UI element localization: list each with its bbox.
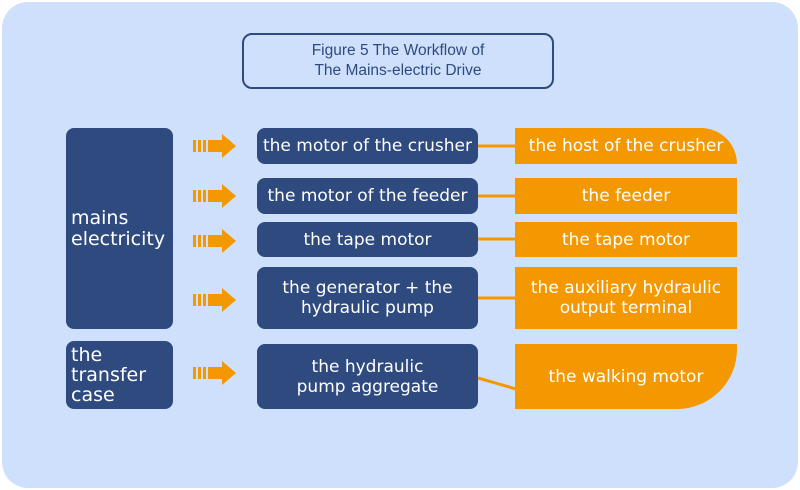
- source-transfer-case: the transfer case: [66, 341, 173, 409]
- connector-line: [477, 376, 517, 391]
- middle-box-tape-motor: the tape motor: [257, 222, 478, 257]
- middle-label: the tape motor: [303, 229, 432, 250]
- arrow-icon: [193, 184, 236, 208]
- output-label: the auxiliary hydraulic output terminal: [530, 278, 722, 318]
- source-label: mains electricity: [71, 206, 166, 250]
- middle-box-pump-aggregate: the hydraulic pump aggregate: [257, 344, 478, 409]
- middle-label: the motor of the crusher: [262, 136, 472, 156]
- output-box-tape-motor: the tape motor: [515, 222, 737, 257]
- arrow-icon: [193, 288, 236, 312]
- title-line-1: Figure 5 The Workflow of: [311, 42, 485, 59]
- output-label: the feeder: [581, 186, 671, 206]
- output-box-auxiliary-hydraulic: the auxiliary hydraulic output terminal: [515, 267, 737, 329]
- arrow-icon: [193, 361, 236, 385]
- output-box-walking-motor: the walking motor: [515, 344, 737, 409]
- figure-title: Figure 5 The Workflow of The Mains-electr…: [242, 33, 554, 89]
- middle-label: the hydraulic pump aggregate: [296, 356, 439, 397]
- middle-box-generator-pump: the generator + the hydraulic pump: [257, 267, 478, 329]
- output-label: the host of the crusher: [528, 136, 724, 156]
- middle-label: the motor of the feeder: [267, 186, 468, 206]
- source-label: the transfer case: [71, 344, 147, 406]
- source-mains-electricity: mains electricity: [66, 128, 173, 329]
- output-box-crusher-host: the host of the crusher: [515, 128, 737, 164]
- arrow-icon: [193, 229, 236, 253]
- arrow-icon: [193, 134, 236, 158]
- output-label: the tape motor: [561, 229, 691, 250]
- middle-label: the generator + the hydraulic pump: [282, 278, 453, 318]
- middle-box-feeder-motor: the motor of the feeder: [257, 178, 478, 214]
- title-line-2: The Mains-electric Drive: [314, 62, 482, 79]
- output-box-feeder: the feeder: [515, 178, 737, 214]
- output-label: the walking motor: [548, 366, 704, 387]
- middle-box-crusher-motor: the motor of the crusher: [257, 128, 478, 164]
